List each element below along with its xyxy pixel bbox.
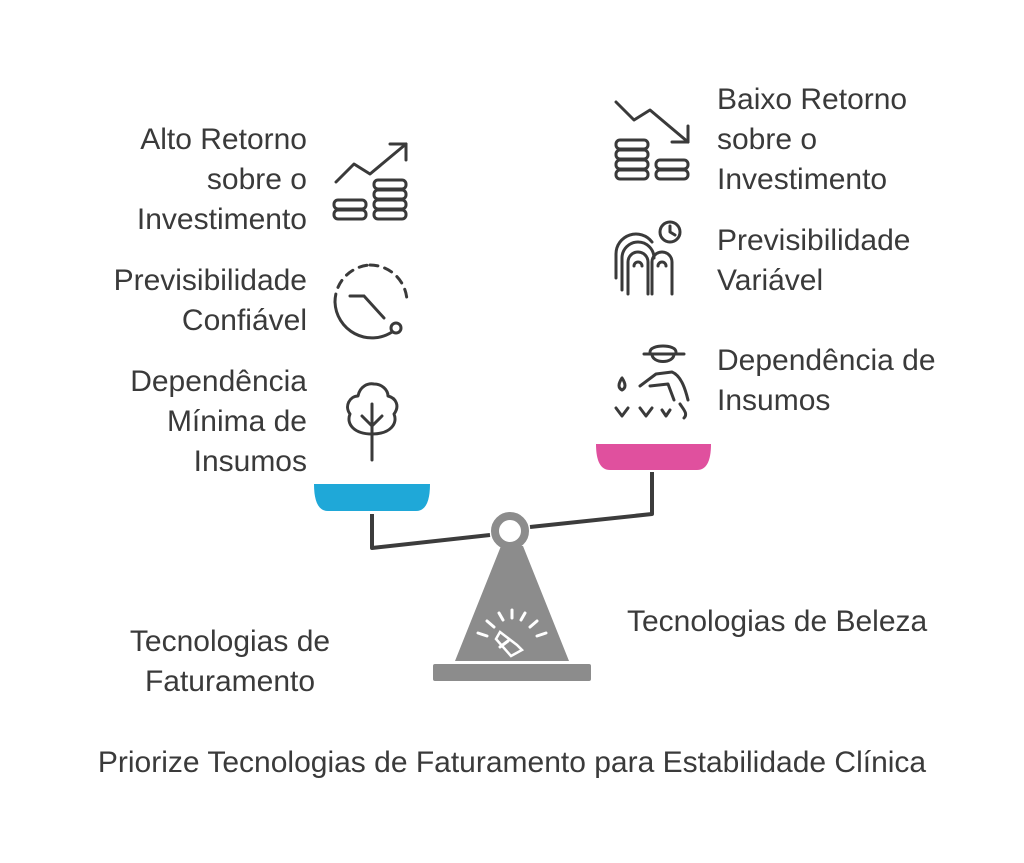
left-item-1-text: Alto Retorno sobre o Investimento xyxy=(137,120,307,240)
falling-coins-chart-icon xyxy=(612,98,694,182)
left-item-2-line-1: Previsibilidade xyxy=(113,264,307,297)
left-item-2-line-2: Confiável xyxy=(181,304,307,337)
scale-beam-right xyxy=(529,472,654,529)
scale-pivot xyxy=(491,512,529,550)
left-item-1-line-3: Investimento xyxy=(136,203,307,236)
right-item-2-text: Previsibilidade Variável xyxy=(717,221,910,301)
left-label: Tecnologias de Faturamento xyxy=(100,622,360,702)
right-item-1-line-2: sobre o xyxy=(717,123,818,156)
right-item-3-text: Dependência de Insumos xyxy=(717,341,936,421)
right-item-2-line-1: Previsibilidade xyxy=(717,224,911,257)
left-item-2-text: Previsibilidade Confiável xyxy=(114,261,307,341)
left-item-3-text: Dependência Mínima de Insumos xyxy=(130,362,307,482)
scale-stand xyxy=(455,546,569,661)
right-item-2-line-2: Variável xyxy=(717,264,824,297)
right-item-1-text: Baixo Retorno sobre o Investimento xyxy=(717,80,907,200)
left-item-3-line-2: Mínima de xyxy=(166,405,307,438)
right-item-1-line-3: Investimento xyxy=(717,163,888,196)
left-item-1-line-1: Alto Retorno xyxy=(140,123,307,156)
left-label-line-1: Tecnologias de xyxy=(129,625,331,658)
fingers-clock-icon xyxy=(612,218,692,298)
right-label: Tecnologias de Beleza xyxy=(627,602,927,642)
left-item-3-line-1: Dependência xyxy=(130,365,307,398)
right-item-3-line-2: Insumos xyxy=(717,384,831,417)
clock-gauge-icon xyxy=(330,260,414,344)
right-label-line-1: Tecnologias de Beleza xyxy=(627,605,928,638)
scale-base xyxy=(433,664,591,681)
left-label-line-2: Faturamento xyxy=(144,665,316,698)
right-pan xyxy=(596,444,711,470)
right-item-1-line-1: Baixo Retorno xyxy=(717,83,908,116)
rising-coins-chart-icon xyxy=(330,140,412,222)
scale-beam xyxy=(370,514,491,550)
gauge-icon xyxy=(476,608,548,658)
gardener-icon xyxy=(610,340,694,424)
tree-icon xyxy=(340,380,404,462)
footer-title: Priorize Tecnologias de Faturamento para… xyxy=(97,746,927,779)
left-item-3-line-3: Insumos xyxy=(193,445,307,478)
left-pan xyxy=(314,484,430,511)
right-item-3-line-1: Dependência de xyxy=(717,344,936,377)
left-item-1-line-2: sobre o xyxy=(206,163,307,196)
